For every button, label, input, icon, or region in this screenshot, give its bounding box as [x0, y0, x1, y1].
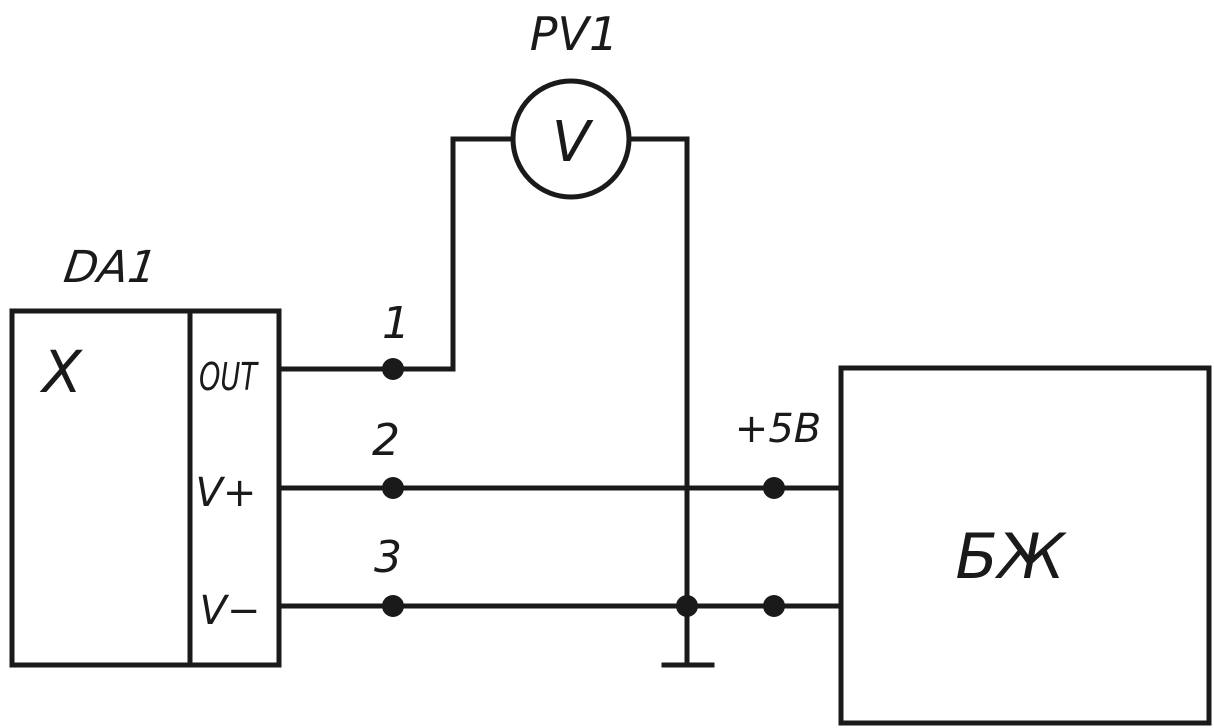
voltmeter-ref-label: PV1	[530, 7, 618, 61]
supply-voltage-label: +5B	[735, 406, 821, 452]
sensor-body	[9, 308, 282, 668]
voltmeter-pv1: V PV1	[510, 7, 632, 200]
power-block-label: БЖ	[955, 520, 1067, 593]
junction-dots	[382, 358, 785, 617]
sensor-symbol: X	[39, 338, 83, 406]
terminal-2-label: 2	[372, 415, 400, 466]
terminal-2-dot	[382, 477, 404, 499]
sensor-ref-label: DA1	[61, 242, 160, 293]
wire-out-to-voltmeter	[279, 136, 516, 372]
terminal-1-label: 1	[382, 298, 410, 349]
ground-junction-dot	[676, 595, 698, 617]
power-block-body	[838, 365, 1212, 726]
wire-voltmeter-to-ground	[626, 136, 690, 666]
sensor-da1: DA1 X OUT V+ V−	[9, 242, 282, 668]
supply-plus-dot	[763, 477, 785, 499]
power-block: БЖ +5B	[735, 365, 1212, 726]
pin-out-label: OUT	[199, 355, 259, 399]
terminal-1-dot	[382, 358, 404, 380]
pin-vplus-label: V+	[196, 470, 257, 516]
wires	[279, 136, 844, 668]
voltmeter-symbol: V	[552, 110, 594, 175]
supply-minus-dot	[763, 595, 785, 617]
terminal-3-dot	[382, 595, 404, 617]
pin-vminus-label: V−	[200, 588, 261, 634]
terminal-3-label: 3	[374, 532, 402, 583]
